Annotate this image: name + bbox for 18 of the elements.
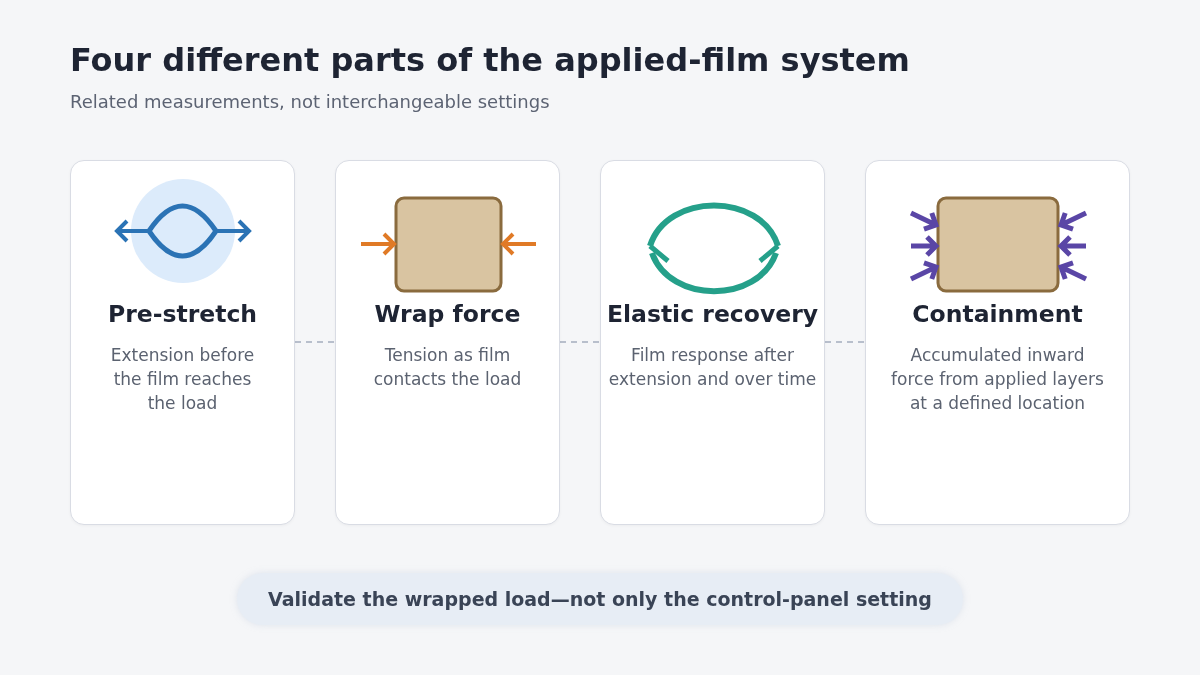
dashed-connector — [824, 341, 866, 343]
card-heading: Pre-stretch — [107, 299, 258, 329]
card-description: Accumulated inward force from applied layers at a defined location — [890, 344, 1105, 415]
concept-card — [335, 160, 560, 525]
concept-card — [600, 160, 825, 525]
card-description: Tension as film contacts the load — [372, 344, 523, 391]
card-description: Extension before the film reaches the load — [109, 344, 256, 415]
title: Four different parts of the applied-film system — [70, 40, 910, 80]
dashed-connector — [559, 341, 601, 343]
concept-card — [70, 160, 295, 525]
card-heading: Containment — [912, 299, 1083, 329]
concept-card — [865, 160, 1130, 525]
subtitle: Related measurements, not interchangeable settings — [70, 90, 550, 114]
dashed-connector — [294, 341, 336, 343]
card-description: Film response after extension and over time — [607, 344, 818, 391]
card-heading: Elastic recovery — [606, 299, 819, 329]
card-heading: Wrap force — [374, 299, 521, 329]
banner-text: Validate the wrapped load—not only the control-panel setting — [268, 586, 932, 612]
